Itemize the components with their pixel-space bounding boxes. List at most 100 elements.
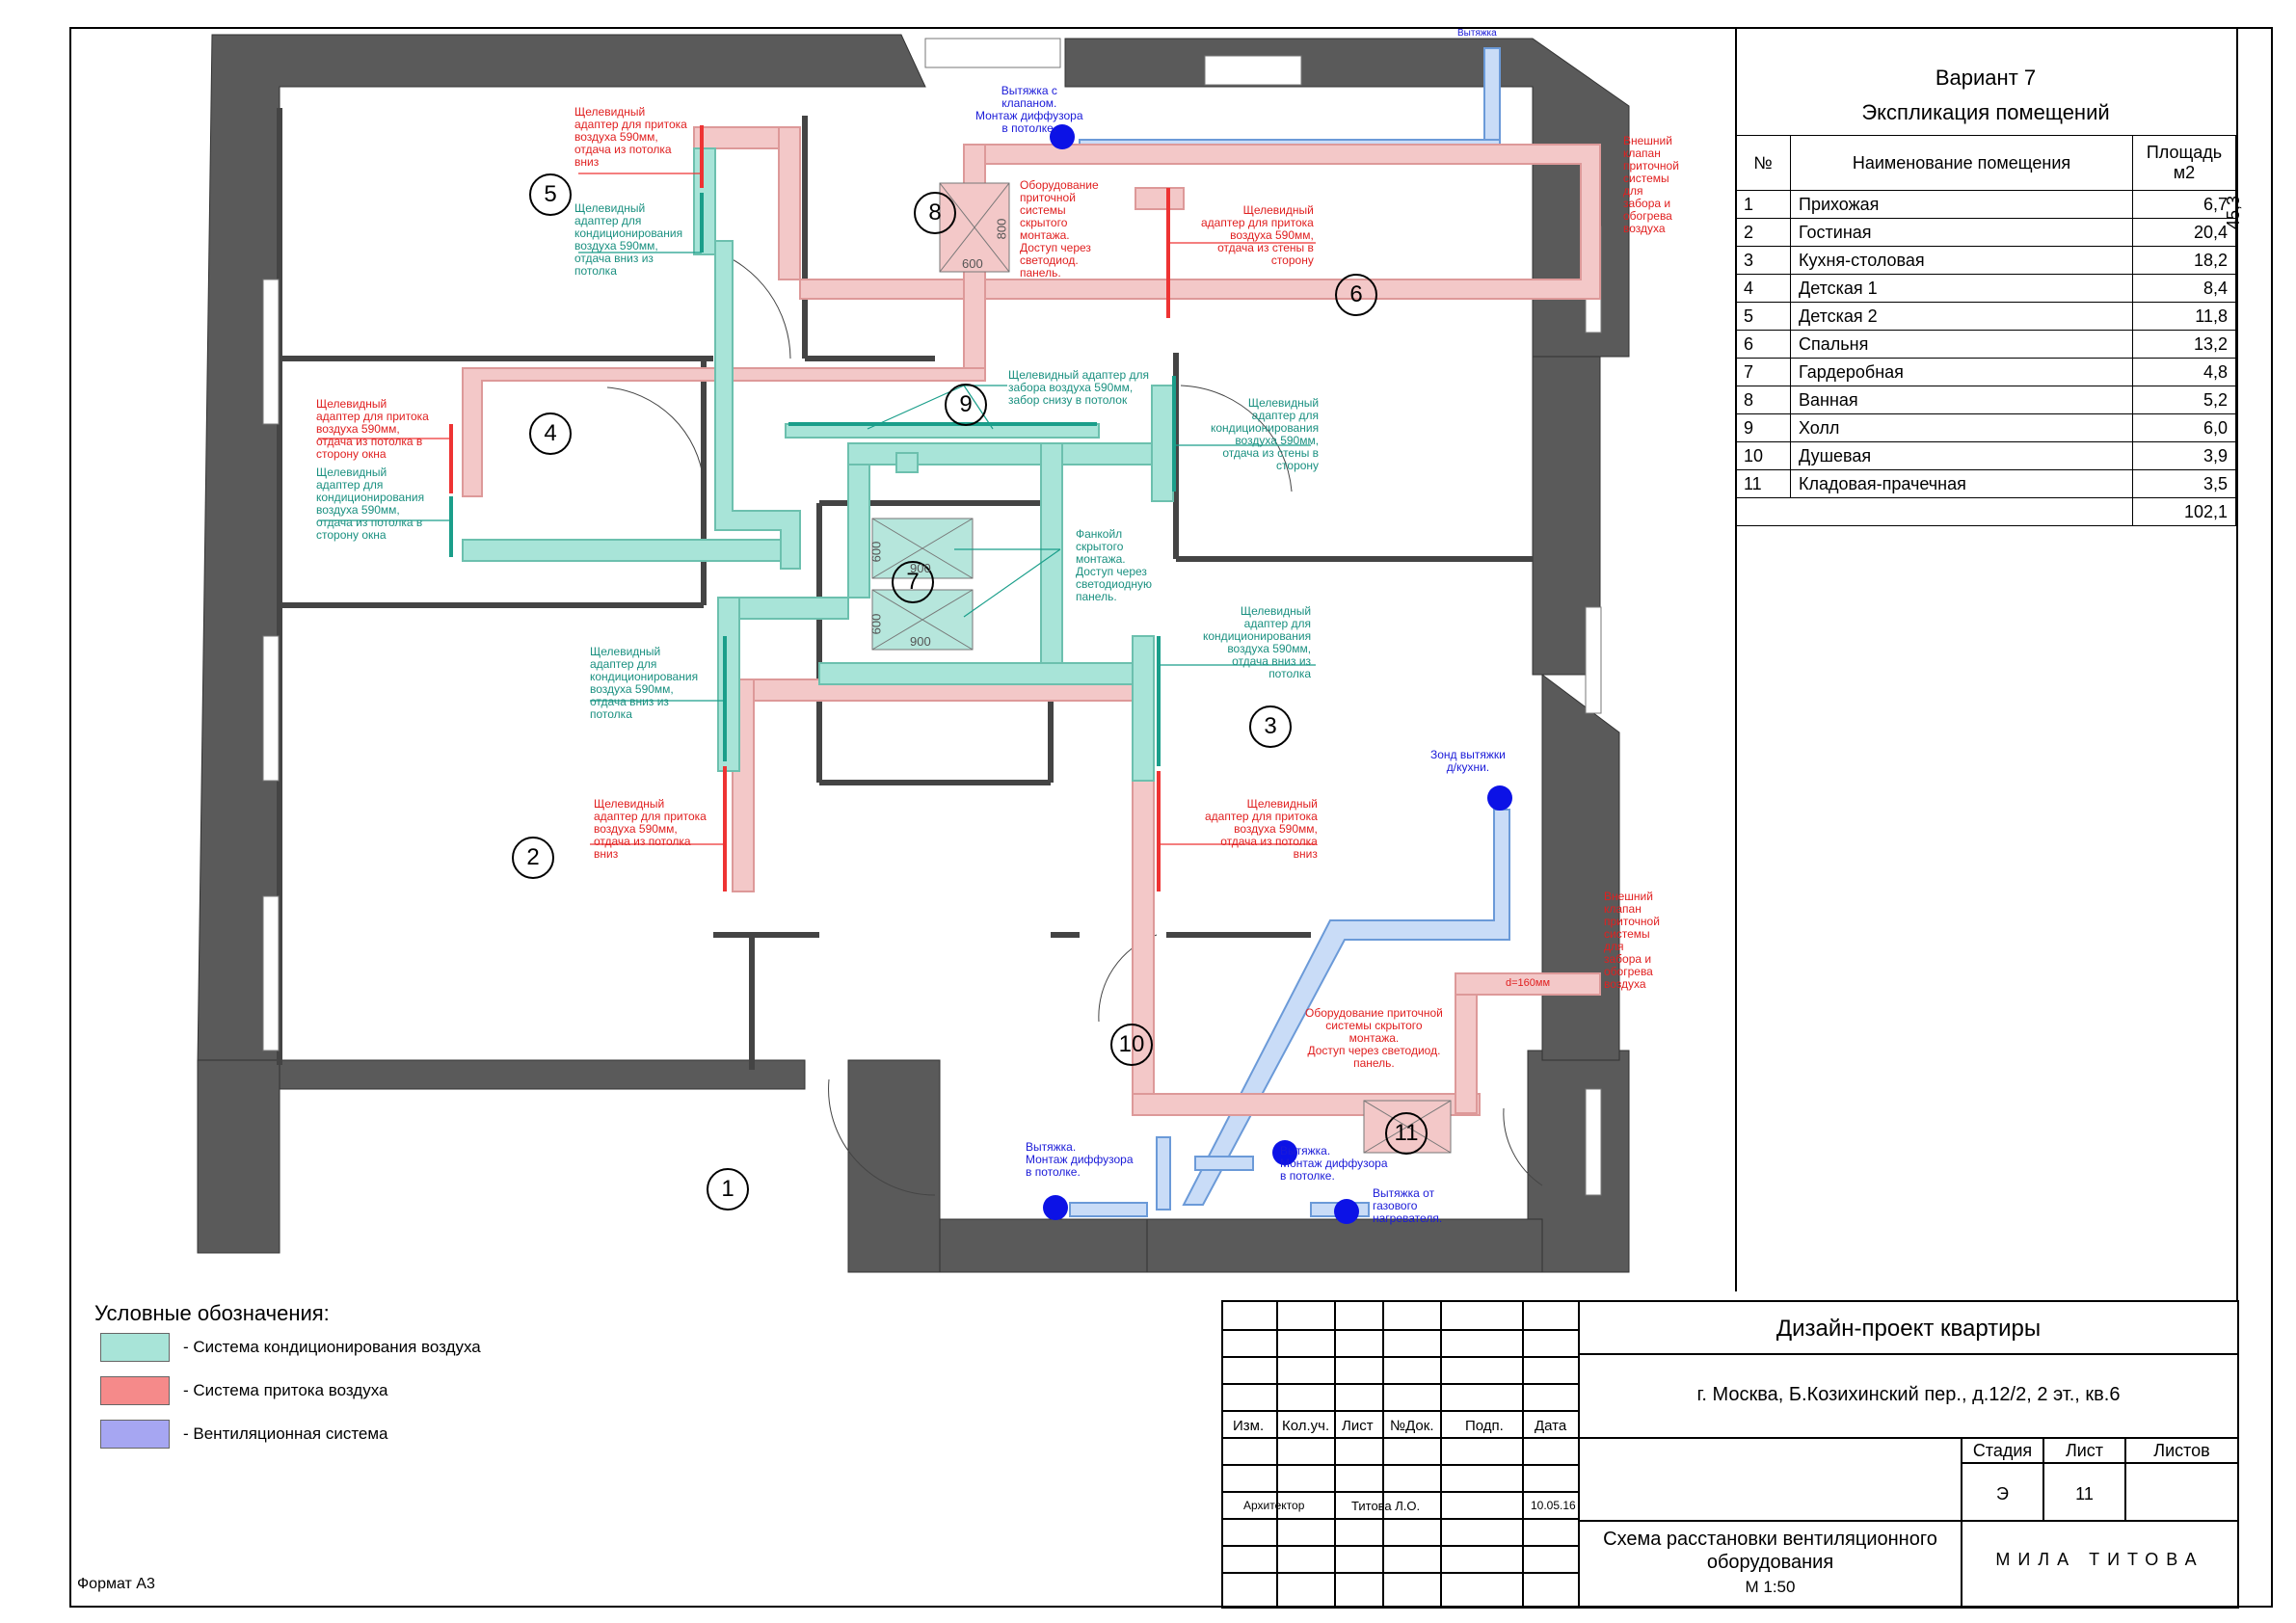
legend-label-vent: - Вентиляционная система	[183, 1424, 388, 1443]
col-name: Наименование помещения	[1790, 135, 2133, 191]
legend-item-ac: - Система кондиционирования воздуха	[100, 1333, 481, 1362]
explication-cell-name: Кладовая-прачечная	[1790, 469, 2133, 498]
col-num: №	[1735, 135, 1791, 191]
dim-800: 800	[994, 218, 1009, 240]
stamp-role: Архитектор	[1243, 1499, 1305, 1512]
dim-600-top: 600	[962, 256, 983, 271]
explication-cell-num: 9	[1735, 413, 1791, 442]
note-room11-equipment: Оборудование приточной системы скрытого …	[1305, 1006, 1443, 1070]
explication-cell-area: 13,2	[2132, 330, 2236, 359]
note-room7-fancoil: Фанкойл скрытого монтажа. Доступ через с…	[1076, 527, 1153, 603]
note-room8-equipment: Оборудование приточной системы скрытого …	[1020, 178, 1099, 279]
note-room5-supply: Щелевидный адаптер для притока воздуха 5…	[574, 105, 687, 169]
title-block-lines	[1221, 1300, 2239, 1609]
stamp-sheet-label: Лист	[2065, 1441, 2104, 1460]
explication-cell-area: 18,2	[2132, 246, 2236, 275]
explication-cell-area: 5,2	[2132, 386, 2236, 414]
room-number-10: 10	[1110, 1024, 1153, 1066]
explication-cell-name: Прихожая	[1790, 190, 2133, 219]
explication-cell-name: Спальня	[1790, 330, 2133, 359]
exhaust-diffusers	[1043, 124, 1512, 1224]
explication-cell-num: 3	[1735, 246, 1791, 275]
explication-cell-num: 5	[1735, 302, 1791, 331]
legend-swatch-ac	[100, 1333, 170, 1362]
stamp-h-list: Лист	[1342, 1418, 1374, 1434]
explication-cell-num: 10	[1735, 441, 1791, 470]
explication-cell-area: 8,4	[2132, 274, 2236, 303]
stamp-stage-label: Стадия	[1972, 1441, 2033, 1460]
room-number-5: 5	[529, 173, 572, 216]
explication-cell-area: 11,8	[2132, 302, 2236, 331]
explication-cell-name: Ванная	[1790, 386, 2133, 414]
explication-title: Экспликация помещений	[1861, 100, 2110, 124]
note-external-valve-bottom: Внешний клапан приточной системы для заб…	[1604, 890, 1660, 991]
room-number-6: 6	[1335, 274, 1377, 316]
explication-total-row: 102,1	[1735, 497, 2236, 526]
explication-cell-area: 6,7	[2132, 190, 2236, 219]
partitions	[277, 108, 1533, 1070]
adapter-grilles	[449, 125, 1176, 891]
stamp-drawing-title-2: оборудования	[1706, 1552, 1834, 1573]
explication-header: № Наименование помещения Площадь м2	[1735, 135, 2236, 191]
room-number-3: 3	[1249, 705, 1292, 748]
explication-cell-name: Кухня-столовая	[1790, 246, 2133, 275]
note-kitchen-probe: Зонд вытяжки д/кухни.	[1430, 748, 1506, 774]
ac-ducts	[462, 147, 1174, 782]
dim-600-left-2: 600	[868, 613, 884, 635]
explication-cell-num: 11	[1735, 469, 1791, 498]
note-room2-cond: Щелевидный адаптер для кондиционирования…	[590, 645, 699, 721]
note-gas-heater: Вытяжка от газового нагревателя.	[1373, 1186, 1443, 1225]
stamp-drawing-title-1: Схема расстановки вентиляционного	[1603, 1529, 1937, 1550]
sheet-divider	[1735, 27, 1737, 1291]
dim-600-left-1: 600	[868, 541, 884, 563]
note-room6-cond: Щелевидный адаптер для кондиционирования…	[1211, 396, 1320, 472]
dim-900-1: 900	[910, 561, 931, 575]
explication-cell-name: Душевая	[1790, 441, 2133, 470]
explication-cell-area: 4,8	[2132, 358, 2236, 386]
leader-lines	[318, 252, 1316, 702]
room-number-8: 8	[914, 192, 956, 234]
room-number-11: 11	[1385, 1112, 1428, 1155]
stamp-sheets-label: Листов	[2153, 1441, 2210, 1460]
note-room5-cond: Щелевидный адаптер для кондиционирования…	[574, 201, 683, 278]
stamp-sheet: 11	[2075, 1484, 2094, 1503]
note-room10-exhaust: Вытяжка. Монтаж диффузора в потолке.	[1026, 1140, 1134, 1179]
note-d160: d=160мм	[1506, 977, 1551, 989]
legend-label-ac: - Система кондиционирования воздуха	[183, 1338, 481, 1356]
legend-item-vent: - Вентиляционная система	[100, 1420, 388, 1449]
room-number-1: 1	[707, 1168, 749, 1211]
legend-item-supply: - Система притока воздуха	[100, 1376, 387, 1405]
stamp-scale: М 1:50	[1745, 1578, 1796, 1596]
explication-cell-area: 3,9	[2132, 441, 2236, 470]
stamp-h-kol: Кол.уч.	[1282, 1418, 1330, 1434]
explication-total: 102,1	[2132, 497, 2236, 526]
explication-cell-name: Детская 1	[1790, 274, 2133, 303]
leader-lines-red	[318, 173, 1316, 845]
variant-title: Вариант 7	[1935, 66, 2037, 90]
col-area: Площадь м2	[2132, 135, 2236, 191]
note-exhaust-valve: Вытяжка с клапаном. Монтаж диффузора в п…	[975, 84, 1083, 135]
stamp-person: Титова Л.О.	[1351, 1499, 1421, 1513]
explication-cell-num: 6	[1735, 330, 1791, 359]
note-exhaust-top: Вытяжка	[1457, 28, 1497, 39]
note-external-valve-top: Внешний клапан приточной системы для заб…	[1623, 134, 1679, 235]
note-room2-supply: Щелевидный адаптер для притока воздуха 5…	[594, 797, 707, 861]
stamp-address: г. Москва, Б.Козихинский пер., д.12/2, 2…	[1696, 1384, 2121, 1405]
stamp-h-izm: Изм.	[1233, 1418, 1265, 1434]
explication-cell-name: Гардеробная	[1790, 358, 2133, 386]
stamp-brand: МИЛА ТИТОВА	[1995, 1550, 2204, 1569]
legend-swatch-supply	[100, 1376, 170, 1405]
note-room3-supply: Щелевидный адаптер для притока воздуха 5…	[1205, 797, 1318, 861]
explication-cell-area: 6,0	[2132, 413, 2236, 442]
explication-subtotal: 45,3	[2224, 195, 2244, 230]
